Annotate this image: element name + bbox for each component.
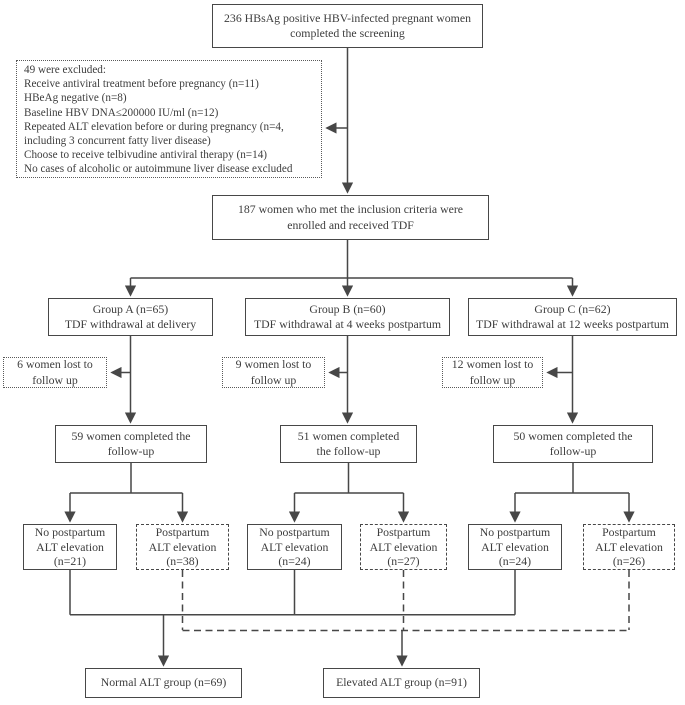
node-normal-alt-group: Normal ALT group (n=69) [85, 668, 242, 698]
node-alt-elevation-b: Postpartum ALT elevation (n=27) [360, 524, 447, 570]
node-no-alt-elevation-a: No postpartum ALT elevation (n=21) [23, 524, 117, 570]
arrow-connectors [64, 48, 635, 667]
node-no-alt-elevation-c: No postpartum ALT elevation (n=24) [468, 524, 562, 570]
node-alt-elevation-c: Postpartum ALT elevation (n=26) [583, 524, 675, 570]
dashed-connectors [181, 570, 630, 632]
node-completed-b: 51 women completed the follow-up [280, 425, 417, 463]
node-group-b: Group B (n=60) TDF withdrawal at 4 weeks… [245, 298, 450, 336]
node-lost-followup-a: 6 women lost to follow up [3, 357, 107, 388]
node-no-alt-elevation-b: No postpartum ALT elevation (n=24) [247, 524, 342, 570]
node-elevated-alt-group: Elevated ALT group (n=91) [323, 668, 480, 698]
node-enrolled: 187 women who met the inclusion criteria… [212, 195, 489, 240]
node-completed-a: 59 women completed the follow-up [55, 425, 207, 463]
node-completed-c: 50 women completed the follow-up [493, 425, 653, 463]
node-screening: 236 HBsAg positive HBV-infected pregnant… [212, 4, 483, 48]
node-excluded-list: 49 were excluded: Receive antiviral trea… [16, 60, 322, 178]
node-lost-followup-b: 9 women lost to follow up [222, 357, 325, 388]
node-group-a: Group A (n=65) TDF withdrawal at deliver… [48, 298, 213, 336]
node-alt-elevation-a: Postpartum ALT elevation (n=38) [136, 524, 229, 570]
node-group-c: Group C (n=62) TDF withdrawal at 12 week… [468, 298, 677, 336]
node-lost-followup-c: 12 women lost to follow up [442, 357, 543, 388]
solid-connectors [69, 240, 629, 616]
